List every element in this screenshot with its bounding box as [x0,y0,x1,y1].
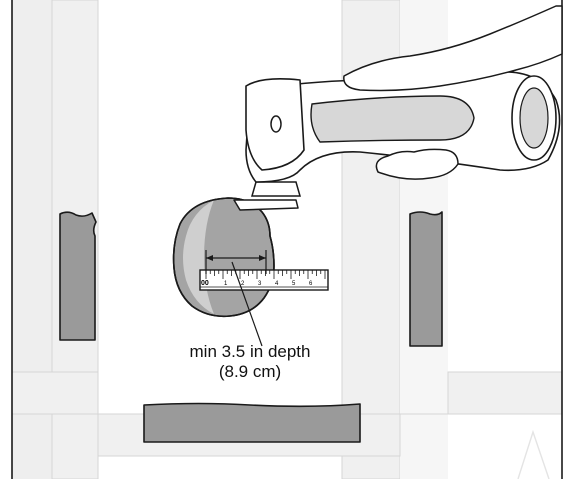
rail-lower-left [11,371,99,415]
ruler-tick-label: 2 [241,281,245,287]
ruler-tick-label: 3 [258,281,262,287]
leader-line [231,261,263,347]
hand-top [343,5,563,92]
tool-button [270,115,282,133]
ruler-tick-label: 5 [292,281,296,287]
rail-lower-right [447,371,563,415]
tool-blade-mount [251,181,301,197]
depth-caption-line2: (8.9 cm) [218,362,282,381]
arrowhead-right [259,255,266,261]
depth-caption-line1: min 3.5 in depth [189,342,311,361]
floor-sketch [517,429,550,479]
cut-disc-inner [183,200,214,314]
panel-right [409,211,443,347]
multi-tool-grip [310,95,475,143]
panel-left [59,211,97,341]
panel-bottom [143,402,361,443]
ruler-tick-label: 4 [275,281,279,287]
tape-body [199,269,329,291]
tool-end-cap-inner [519,87,549,149]
ruler-labels: 00 1 2 3 4 5 6 [201,280,313,287]
arrowhead-left [206,255,213,261]
tool-blade [233,199,299,211]
ruler-tick-label: 6 [309,281,313,287]
tape-measure: 00 1 2 3 4 5 6 [199,269,329,291]
ruler-zero-label: 00 [201,280,209,287]
ruler-tick-label: 1 [224,281,228,287]
hand-fingers [375,148,459,180]
